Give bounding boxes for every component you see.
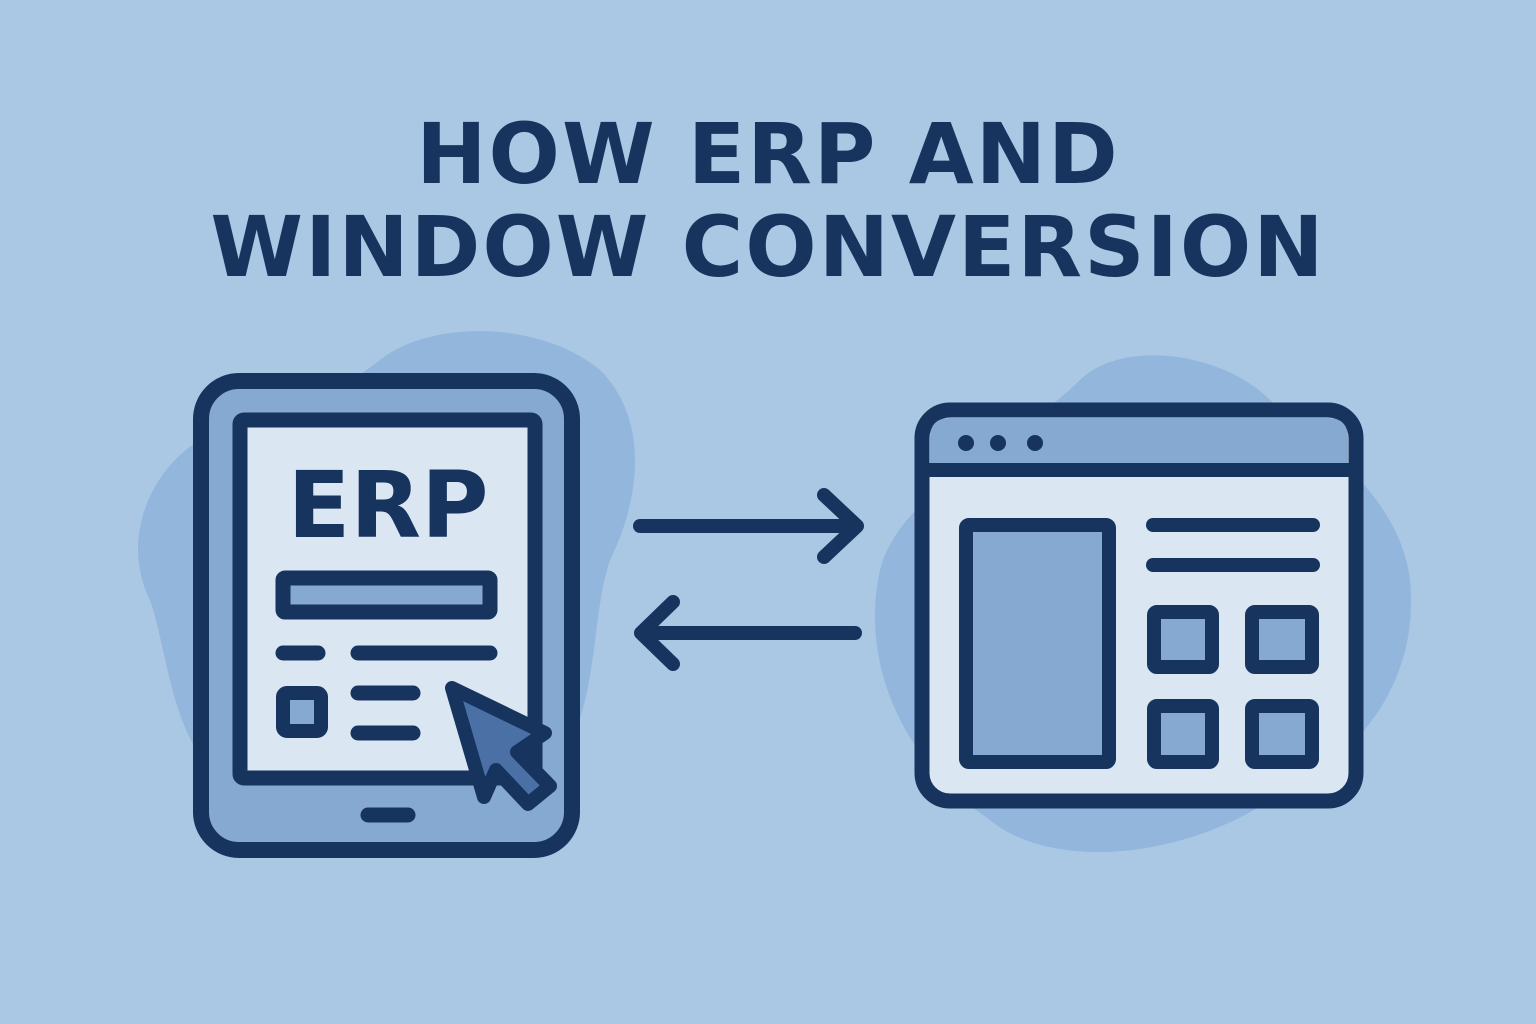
grid-tile xyxy=(1147,699,1219,769)
erp-label: ERP xyxy=(287,452,488,559)
window-dot xyxy=(1027,435,1043,451)
window-dot xyxy=(990,435,1006,451)
erp-input-bar xyxy=(275,570,498,620)
arrow-right-icon xyxy=(633,488,864,564)
grid-tile xyxy=(1245,605,1319,674)
window-dot xyxy=(958,435,974,451)
browser-window-icon xyxy=(914,402,1364,809)
title-line-2: WINDOW CONVERSION xyxy=(210,198,1326,296)
grid-tile xyxy=(1147,605,1219,674)
erp-checkbox xyxy=(276,686,328,738)
cursor-icon xyxy=(445,681,557,811)
arrow-left-icon xyxy=(634,595,862,671)
sidebar-panel xyxy=(959,518,1116,769)
grid-tile xyxy=(1245,699,1319,769)
title-line-1: HOW ERP AND xyxy=(416,105,1120,203)
